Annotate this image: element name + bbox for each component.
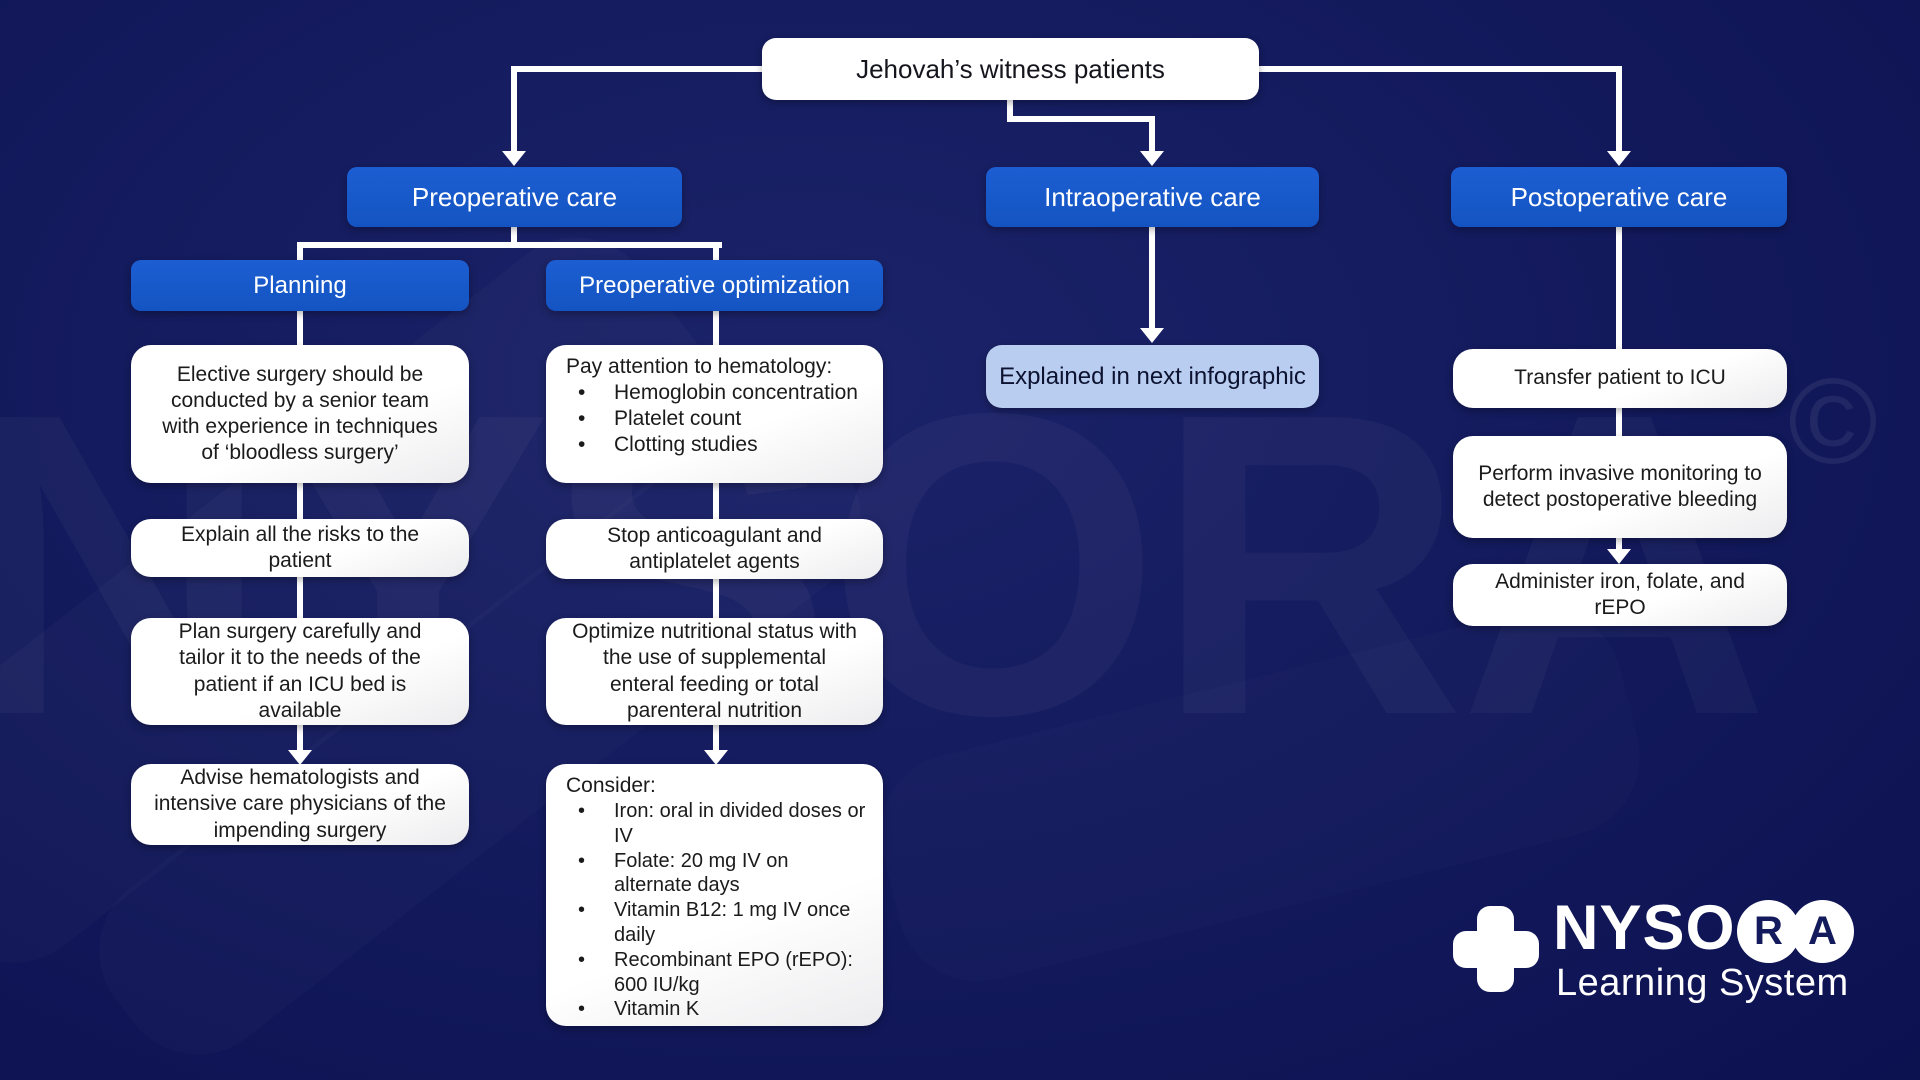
bullet-item: Iron: oral in divided doses or IV bbox=[578, 799, 867, 849]
consider-intro: Consider: bbox=[566, 774, 656, 797]
connector-line bbox=[1616, 408, 1622, 436]
bullet-item: Hemoglobin concentration bbox=[578, 380, 858, 406]
arrowhead-administer bbox=[1607, 549, 1631, 564]
plus-icon bbox=[1453, 931, 1539, 968]
arrowhead-advise bbox=[288, 750, 312, 765]
logo-circle-r: R bbox=[1737, 900, 1800, 963]
bullet-item: Recombinant EPO (rEPO): 600 IU/kg bbox=[578, 948, 867, 998]
subbranch-preoperative-optimization: Preoperative optimization bbox=[546, 260, 883, 311]
connector-line bbox=[1007, 116, 1155, 122]
step-consider: Consider: Iron: oral in divided doses or… bbox=[546, 764, 883, 1026]
connector-line bbox=[297, 242, 722, 248]
connector-line bbox=[1149, 227, 1155, 329]
consider-bullet-list: Iron: oral in divided doses or IV Folate… bbox=[566, 799, 867, 1022]
step-invasive-monitoring: Perform invasive monitoring to detect po… bbox=[1453, 436, 1787, 538]
step-administer-iron: Administer iron, folate, and rEPO bbox=[1453, 564, 1787, 626]
connector-line bbox=[713, 483, 719, 519]
connector-line bbox=[1616, 538, 1622, 551]
arrowhead-intraoperative bbox=[1140, 151, 1164, 166]
nysora-logo: NYSO R A Learning System bbox=[1440, 893, 1890, 1018]
connector-line bbox=[713, 311, 719, 345]
step-advise-hematologists: Advise hematologists and intensive care … bbox=[131, 764, 469, 845]
arrowhead-preoperative bbox=[502, 151, 526, 166]
connector-line bbox=[297, 725, 303, 751]
branch-preoperative-care: Preoperative care bbox=[347, 167, 682, 227]
arrowhead-infographic-note bbox=[1140, 328, 1164, 343]
bullet-item: Vitamin K bbox=[578, 997, 867, 1022]
step-hematology: Pay attention to hematology: Hemoglobin … bbox=[546, 345, 883, 483]
bullet-item: Clotting studies bbox=[578, 432, 858, 458]
connector-line bbox=[297, 483, 303, 519]
logo-wordmark: NYSO bbox=[1553, 893, 1736, 963]
connector-line bbox=[297, 311, 303, 345]
connector-line bbox=[713, 725, 719, 751]
hematology-intro: Pay attention to hematology: bbox=[566, 355, 833, 378]
step-plan-surgery: Plan surgery carefully and tailor it to … bbox=[131, 618, 469, 725]
connector-line bbox=[514, 66, 762, 72]
connector-line bbox=[511, 227, 517, 248]
connector-line bbox=[1616, 227, 1622, 349]
logo-subtitle: Learning System bbox=[1556, 962, 1849, 1004]
connector-line bbox=[1616, 66, 1622, 152]
connector-line bbox=[511, 66, 517, 152]
step-elective-surgery: Elective surgery should be conducted by … bbox=[131, 345, 469, 483]
connector-line bbox=[713, 579, 719, 618]
bullet-item: Vitamin B12: 1 mg IV once daily bbox=[578, 898, 867, 948]
bullet-item: Platelet count bbox=[578, 406, 858, 432]
connector-line bbox=[1149, 116, 1155, 152]
connector-line bbox=[713, 242, 719, 260]
connector-line bbox=[297, 577, 303, 618]
step-optimize-nutrition: Optimize nutritional status with the use… bbox=[546, 618, 883, 725]
flowchart-title: Jehovah’s witness patients bbox=[762, 38, 1259, 100]
branch-intraoperative-care: Intraoperative care bbox=[986, 167, 1319, 227]
arrowhead-consider bbox=[704, 750, 728, 765]
step-explain-risks: Explain all the risks to the patient bbox=[131, 519, 469, 577]
subbranch-planning: Planning bbox=[131, 260, 469, 311]
hematology-bullet-list: Hemoglobin concentration Platelet count … bbox=[566, 380, 858, 458]
branch-postoperative-care: Postoperative care bbox=[1451, 167, 1787, 227]
bullet-item: Folate: 20 mg IV on alternate days bbox=[578, 849, 867, 899]
connector-line bbox=[1259, 66, 1622, 72]
copyright-watermark: © bbox=[1788, 353, 1878, 489]
note-next-infographic: Explained in next infographic bbox=[986, 345, 1319, 408]
arrowhead-postoperative bbox=[1607, 151, 1631, 166]
connector-line bbox=[297, 242, 303, 260]
connector-line bbox=[1007, 100, 1013, 122]
logo-circle-a: A bbox=[1791, 900, 1854, 963]
step-stop-anticoagulant: Stop anticoagulant and antiplatelet agen… bbox=[546, 519, 883, 579]
step-transfer-icu: Transfer patient to ICU bbox=[1453, 349, 1787, 408]
